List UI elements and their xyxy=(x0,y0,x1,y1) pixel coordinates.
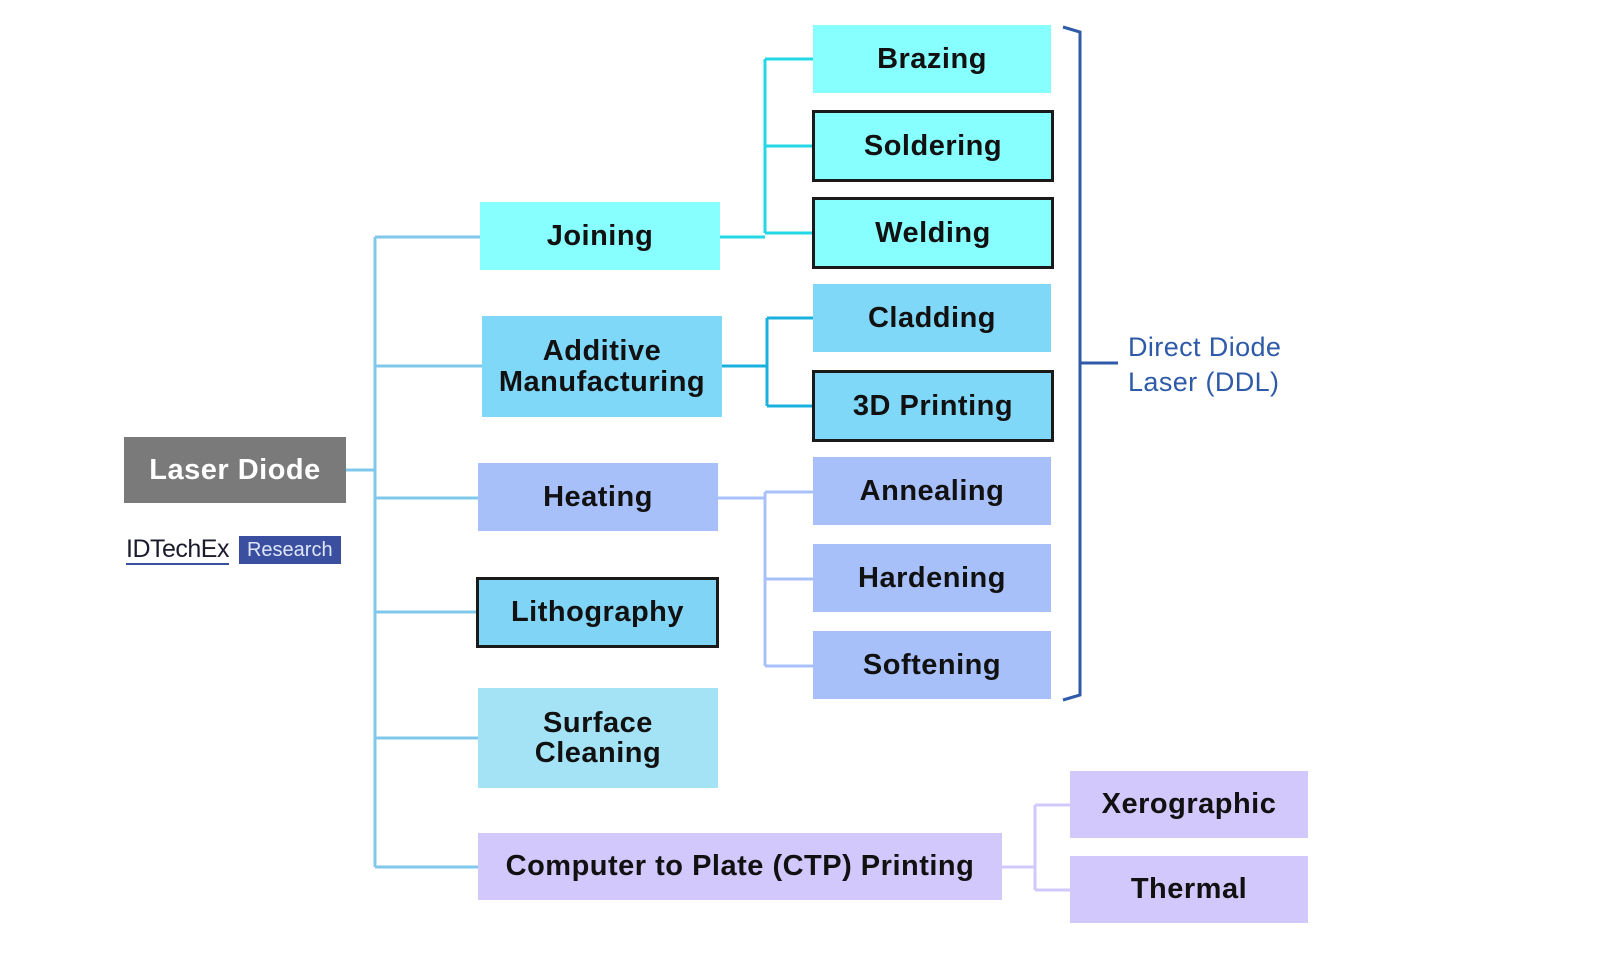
category-additive-manufacturing: Additive Manufacturing xyxy=(482,316,722,417)
category-label: Heating xyxy=(543,480,653,513)
app-label: Hardening xyxy=(858,561,1006,594)
app-annealing: Annealing xyxy=(813,457,1051,525)
app-softening: Softening xyxy=(813,631,1051,699)
root-label: Laser Diode xyxy=(149,453,321,486)
ddl-bracket xyxy=(1062,25,1082,702)
category-label: Additive Manufacturing xyxy=(498,335,706,398)
category-label: Joining xyxy=(546,219,654,252)
category-label: Surface Cleaning xyxy=(534,706,662,769)
root-node-laser-diode: Laser Diode xyxy=(124,437,346,503)
app-label: Welding xyxy=(875,216,991,249)
category-surface-cleaning: Surface Cleaning xyxy=(478,688,718,788)
category-label: Computer to Plate (CTP) Printing xyxy=(505,850,975,883)
logo-badge: Research xyxy=(238,535,341,564)
category-joining: Joining xyxy=(480,202,720,270)
category-label: Lithography xyxy=(510,596,685,629)
app-label: Softening xyxy=(862,648,1002,681)
app-3d-printing: 3D Printing xyxy=(812,370,1054,442)
logo-brand: IDTechEx xyxy=(126,534,229,565)
app-label: 3D Printing xyxy=(852,389,1014,422)
app-welding: Welding xyxy=(812,197,1054,269)
app-label: Thermal xyxy=(1130,873,1248,906)
ddl-bracket-label: Direct Diode Laser (DDL) xyxy=(1128,330,1308,399)
app-label: Annealing xyxy=(859,474,1005,507)
app-label: Cladding xyxy=(867,301,997,334)
app-label: Xerographic xyxy=(1101,788,1277,821)
app-brazing: Brazing xyxy=(813,25,1051,93)
idtechex-logo: IDTechEx Research xyxy=(126,533,341,566)
app-cladding: Cladding xyxy=(813,284,1051,352)
app-xerographic: Xerographic xyxy=(1070,771,1308,838)
category-ctp-printing: Computer to Plate (CTP) Printing xyxy=(478,833,1002,900)
category-heating: Heating xyxy=(478,463,718,531)
app-hardening: Hardening xyxy=(813,544,1051,612)
app-soldering: Soldering xyxy=(812,110,1054,182)
ddl-label-text: Direct Diode Laser (DDL) xyxy=(1128,332,1282,397)
app-label: Brazing xyxy=(877,42,987,75)
app-thermal: Thermal xyxy=(1070,856,1308,923)
category-lithography: Lithography xyxy=(476,577,719,648)
app-label: Soldering xyxy=(863,129,1003,162)
